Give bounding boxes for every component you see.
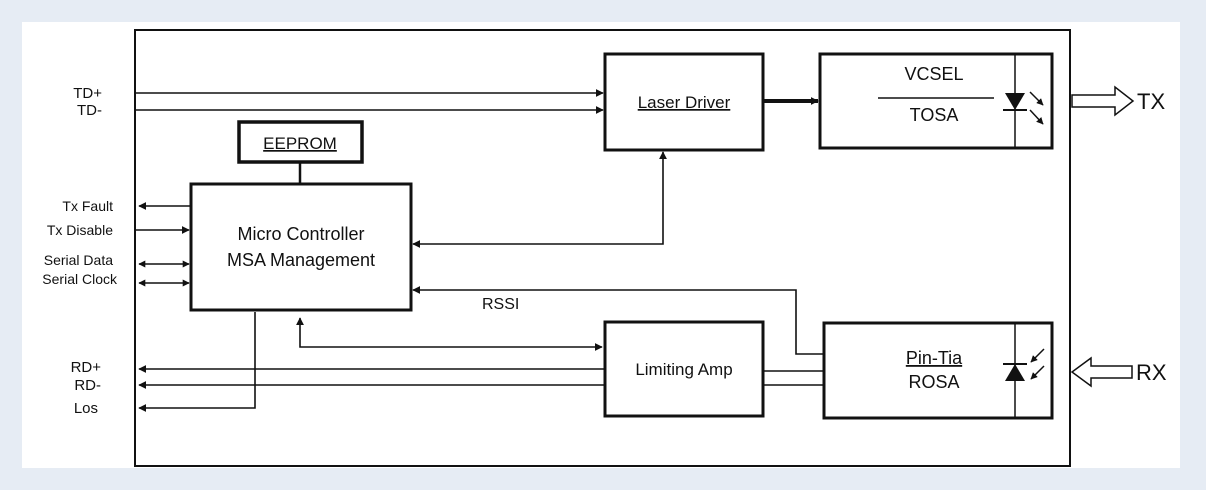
- rssi-wire: [412, 286, 824, 355]
- td-minus-label: TD-: [77, 102, 102, 119]
- rosa-label: ROSA: [908, 372, 959, 392]
- serial-clock-label: Serial Clock: [42, 271, 118, 287]
- eeprom-block: EEPROM: [237, 120, 364, 164]
- micro-controller-label-line1: Micro Controller: [237, 224, 364, 244]
- rd-minus-label: RD-: [74, 377, 101, 394]
- tx-output-arrow: [1071, 85, 1135, 117]
- los-label: Los: [74, 400, 98, 417]
- tx-fault-label: Tx Fault: [62, 198, 113, 214]
- photodiode-icon: [1003, 348, 1045, 381]
- limiting-amp-label: Limiting Amp: [635, 360, 732, 379]
- los-wire: [138, 312, 256, 412]
- laser-driver-block: Laser Driver: [603, 52, 765, 152]
- rssi-label: RSSI: [482, 296, 519, 313]
- limiting-amp-block: Limiting Amp: [603, 320, 765, 418]
- td-plus-label: TD+: [73, 85, 102, 102]
- laser-driver-label: Laser Driver: [638, 93, 731, 112]
- tosa-label: TOSA: [910, 105, 959, 125]
- micro-controller-label-line2: MSA Management: [227, 250, 375, 270]
- rd-plus-label: RD+: [71, 359, 102, 376]
- module-boundary: [134, 29, 1071, 467]
- mcu-laser-driver-link: [412, 151, 667, 248]
- rosa-block: Pin-Tia ROSA: [822, 321, 1054, 420]
- tx-disable-label: Tx Disable: [47, 222, 113, 238]
- vcsel-diode-icon: [1003, 91, 1044, 125]
- serial-data-label: Serial Data: [44, 252, 113, 268]
- tx-label: TX: [1137, 89, 1165, 114]
- tosa-block: VCSEL TOSA: [818, 52, 1054, 150]
- rx-label: RX: [1136, 360, 1167, 385]
- mcu-limiting-amp-link: [296, 317, 603, 351]
- vcsel-label: VCSEL: [904, 64, 963, 84]
- pin-tia-label: Pin-Tia: [906, 348, 963, 368]
- micro-controller-block: Micro Controller MSA Management: [189, 182, 413, 312]
- eeprom-label: EEPROM: [263, 134, 337, 153]
- rx-input-arrow: [1070, 356, 1133, 388]
